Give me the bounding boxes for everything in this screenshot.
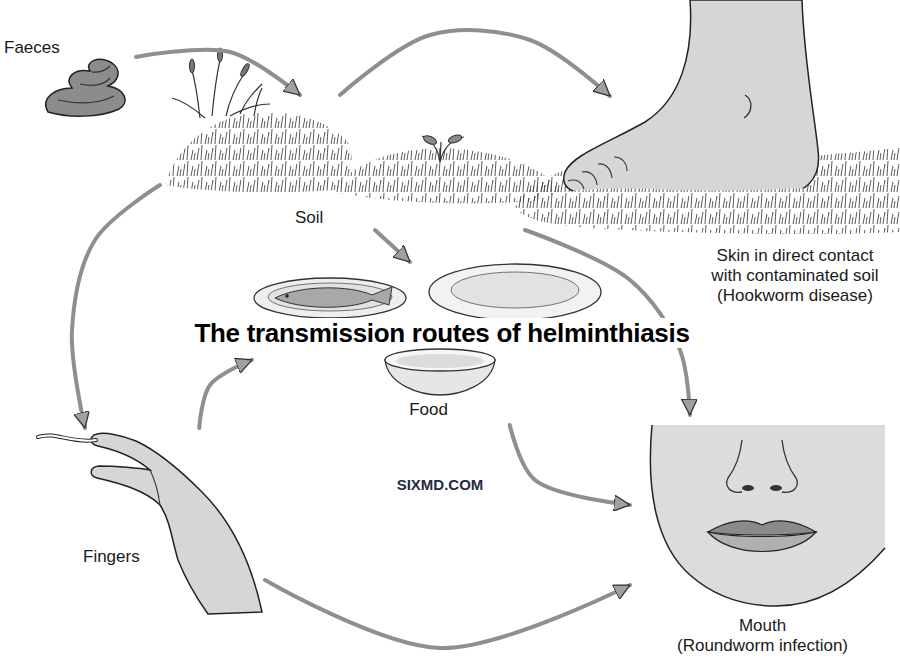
foot: [564, 0, 819, 196]
face-outline: [650, 425, 885, 606]
fish: [275, 287, 392, 307]
lower-lip: [708, 532, 816, 552]
plant-leaf: [422, 134, 438, 146]
transmission-arrow: [510, 425, 630, 505]
nostril: [770, 485, 782, 491]
fish-eye: [285, 294, 289, 298]
node-label: (Hookworm disease): [705, 286, 885, 306]
node-label: Mouth: [739, 616, 786, 636]
illustrated-node: Mouth(Roundworm infection): [630, 415, 895, 660]
grass-patch: [165, 112, 352, 192]
reed-head: [190, 59, 195, 73]
bowl-top: [385, 349, 495, 371]
transmission-arrow: [375, 230, 410, 262]
hand-drawing: [38, 433, 262, 614]
illustrated-node: Skin in direct contact with contaminated…: [610, 4, 895, 308]
face-drawing: [650, 425, 885, 606]
reed-head: [239, 63, 250, 78]
faeces-coil: [58, 66, 114, 103]
node-label: Skin in direct contact with contaminated…: [705, 246, 885, 286]
faeces-pile: [46, 59, 125, 116]
foot-drawing: [540, 0, 900, 234]
watermark: SIXMD.COM: [397, 476, 484, 494]
bowl-content: [396, 354, 484, 368]
ankle-bone: [744, 95, 751, 118]
rice-plate: [429, 264, 601, 320]
illustrated-node: Fingers: [30, 428, 265, 618]
toe-lines: [568, 157, 627, 189]
grass-front: [540, 184, 900, 234]
nostril: [742, 485, 754, 491]
illustrated-node: Faeces: [4, 36, 136, 122]
nose: [727, 440, 797, 492]
pinched-item-outline: [38, 435, 96, 440]
plant-leaf: [447, 133, 463, 144]
transmission-arrow: [199, 360, 252, 428]
grass-front-ground: [540, 184, 900, 234]
node-label: (Roundworm infection): [677, 636, 848, 656]
node-label: Fingers: [83, 547, 140, 567]
transmission-arrow: [72, 185, 160, 428]
diagram-title: The transmission routes of helminthiasis: [190, 318, 693, 348]
upper-lip: [708, 521, 816, 535]
label-holder: SIXMD.COM: [397, 476, 484, 494]
node-label: Faeces: [4, 38, 60, 58]
face: [650, 425, 885, 606]
transmission-arrow: [265, 580, 630, 648]
transmission-arrow: [340, 30, 610, 96]
faeces-drawing: [46, 59, 125, 116]
knuckle-crease: [150, 470, 160, 505]
transmission-arrow: [136, 50, 300, 95]
node-label: Soil: [295, 208, 323, 228]
reeds: [172, 60, 270, 118]
fish-plate: [254, 278, 406, 318]
fish-plate-rim: [268, 283, 392, 311]
node-label: Food: [409, 400, 448, 420]
rice: [451, 272, 579, 308]
title-holder: The transmission routes of helminthiasis: [190, 318, 693, 348]
illustrated-node: Soil: [160, 95, 560, 230]
pinched-item: [38, 435, 96, 440]
hand: [91, 433, 262, 614]
